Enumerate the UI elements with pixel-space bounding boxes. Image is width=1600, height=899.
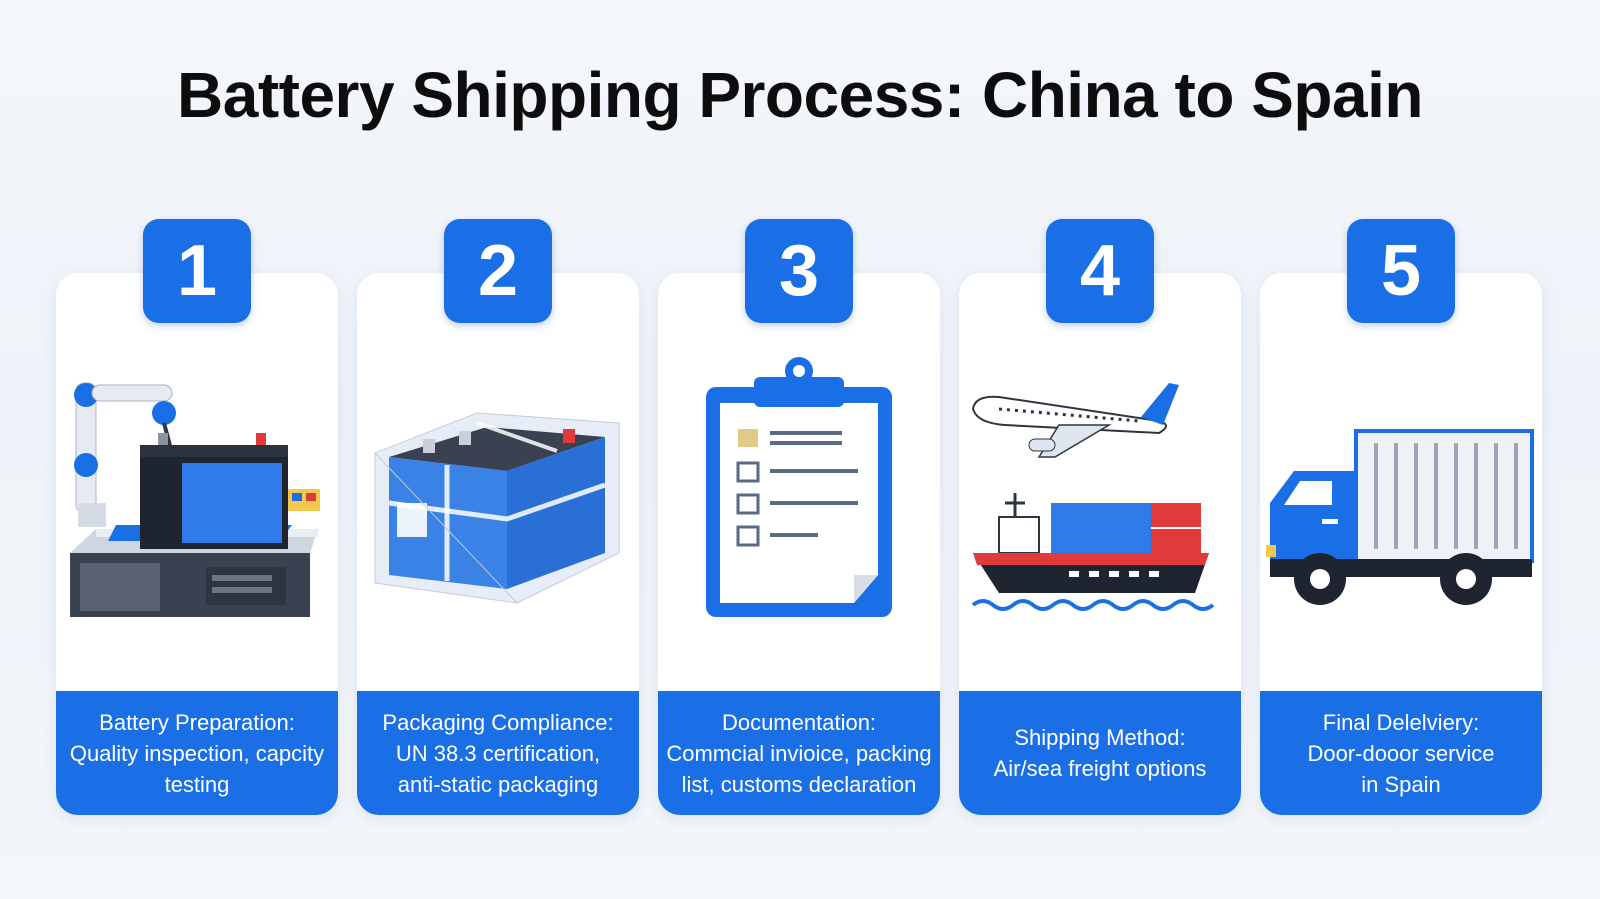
step-caption-line: Air/sea freight options	[993, 756, 1207, 781]
step-caption-line: testing	[164, 771, 230, 797]
step-caption: Final Delelviery: Door-dooor service in …	[1260, 691, 1542, 815]
airplane-and-cargo-ship-icon	[959, 353, 1241, 633]
step-caption-line: Shipping Method:	[1014, 725, 1186, 750]
step-caption-line: anti-static packaging	[397, 771, 599, 797]
step-number-badge: 2	[444, 219, 552, 323]
step-caption-line: list, customs declaration	[681, 771, 917, 797]
step-caption-line: Battery Preparation:	[99, 709, 295, 735]
step-number-badge: 1	[143, 219, 251, 323]
step-card-3: 3 Documentation: Commcial invioice, pack…	[658, 219, 940, 815]
step-caption: Documentation: Commcial invioice, packin…	[658, 691, 940, 815]
step-caption: Shipping Method: Air/sea freight options	[959, 691, 1241, 815]
step-card-2: 2 Packaging Compliance: UN 38.3 certific…	[357, 219, 639, 815]
step-caption: Battery Preparation: Quality inspection,…	[56, 691, 338, 815]
step-caption-line: in Spain	[1361, 771, 1441, 797]
step-number-badge: 4	[1046, 219, 1154, 323]
packaged-battery-icon	[357, 353, 639, 633]
step-card-5: 5	[1260, 219, 1542, 815]
step-caption-line: UN 38.3 certification,	[395, 740, 601, 766]
step-caption-line: Door-dooor service	[1307, 740, 1495, 766]
step-caption-line: Final Delelviery:	[1322, 709, 1480, 735]
step-caption-line: Packaging Compliance:	[382, 709, 614, 735]
step-caption-line: Commcial invioice, packing	[666, 740, 932, 766]
step-card-1: 1	[56, 219, 338, 815]
delivery-truck-icon	[1260, 353, 1542, 633]
step-number-badge: 5	[1347, 219, 1455, 323]
step-caption: Packaging Compliance: UN 38.3 certificat…	[357, 691, 639, 815]
clipboard-checklist-icon	[658, 353, 940, 633]
page-title: Battery Shipping Process: China to Spain	[177, 59, 1423, 131]
step-caption-line: Quality inspection, capcity	[69, 740, 325, 766]
battery-robot-arm-icon	[56, 353, 338, 633]
step-card-4: 4 Shipping Method: Air/sea	[959, 219, 1241, 815]
step-number-badge: 3	[745, 219, 853, 323]
step-caption-line: Documentation:	[721, 709, 877, 735]
